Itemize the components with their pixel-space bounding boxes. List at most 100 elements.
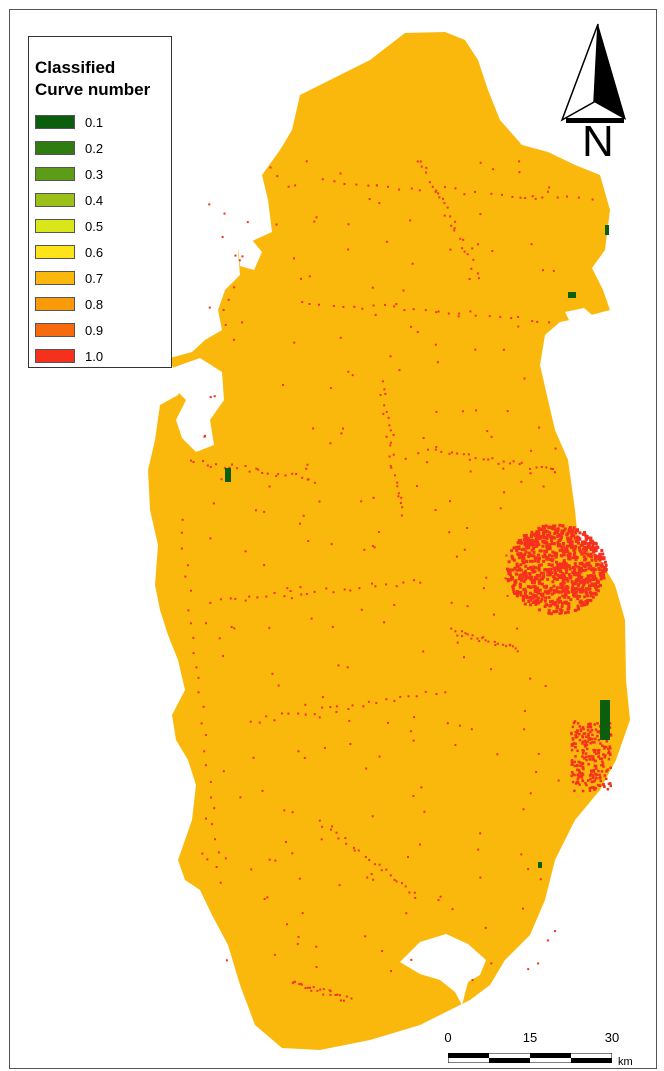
urban-cell	[289, 590, 292, 592]
urban-cell	[600, 757, 603, 760]
urban-cell	[506, 579, 510, 583]
urban-cell	[522, 534, 526, 537]
urban-cell	[592, 571, 596, 575]
urban-cell	[412, 308, 415, 311]
urban-cell	[217, 851, 220, 854]
urban-cell	[527, 545, 531, 549]
urban-cell	[576, 781, 580, 784]
urban-cell	[263, 564, 266, 567]
urban-cell	[197, 691, 200, 694]
urban-cell	[526, 540, 530, 544]
urban-cell	[511, 585, 515, 589]
urban-cell	[524, 577, 527, 581]
urban-cell	[551, 580, 555, 584]
urban-cell	[524, 589, 528, 593]
urban-cell	[538, 588, 542, 592]
urban-cell	[587, 779, 590, 782]
urban-cell	[570, 580, 574, 584]
urban-cell	[418, 189, 421, 192]
urban-cell	[456, 452, 459, 455]
urban-cell	[541, 554, 545, 558]
urban-cell	[534, 601, 538, 605]
urban-cell	[531, 593, 535, 597]
urban-cell	[296, 942, 299, 945]
urban-cell	[591, 541, 595, 545]
urban-cell	[363, 548, 366, 551]
urban-cell	[209, 396, 212, 399]
urban-cell	[541, 544, 545, 548]
urban-cell	[435, 189, 438, 192]
urban-cell	[333, 180, 336, 183]
urban-cell	[542, 485, 545, 488]
urban-cell	[506, 410, 509, 413]
urban-cell	[590, 729, 594, 732]
urban-cell	[335, 705, 338, 708]
urban-cell	[539, 577, 543, 581]
scale-tick-30: 30	[604, 1030, 620, 1045]
urban-cell	[303, 756, 306, 759]
urban-cell	[371, 815, 374, 818]
urban-cell	[502, 643, 505, 646]
urban-cell	[547, 591, 551, 595]
urban-cell	[518, 568, 522, 572]
urban-cell	[585, 602, 589, 606]
urban-cell	[538, 581, 542, 585]
urban-cell	[579, 599, 583, 603]
urban-cell	[527, 600, 531, 603]
urban-cell	[523, 587, 527, 591]
urban-cell	[572, 534, 576, 538]
northwest-cove	[238, 240, 262, 270]
legend-item-0-1: 0.1	[35, 115, 165, 131]
urban-cell	[539, 563, 543, 567]
urban-cell	[566, 195, 568, 198]
urban-cell	[556, 566, 560, 570]
urban-cell	[602, 753, 605, 756]
urban-cell	[553, 603, 557, 607]
urban-cell	[530, 559, 534, 563]
urban-cell	[560, 590, 564, 594]
urban-cell	[550, 467, 552, 470]
urban-cell	[576, 768, 579, 772]
urban-cell	[299, 522, 301, 525]
legend-swatch	[35, 245, 75, 259]
urban-cell	[268, 626, 271, 629]
urban-cell	[529, 677, 532, 680]
urban-cell	[599, 577, 603, 581]
urban-cell	[539, 599, 543, 603]
urban-cell	[593, 779, 597, 782]
urban-cell	[487, 458, 490, 461]
urban-cell	[510, 317, 513, 320]
urban-cell	[416, 160, 419, 163]
urban-cell	[561, 531, 565, 535]
urban-cell	[543, 549, 547, 553]
urban-cell	[590, 546, 594, 549]
urban-cell	[583, 757, 586, 760]
urban-cell	[591, 774, 595, 777]
urban-cell	[383, 388, 386, 391]
urban-cell	[308, 275, 311, 278]
urban-cell	[351, 704, 354, 707]
urban-cell	[552, 589, 556, 593]
urban-cell	[569, 536, 573, 539]
urban-cell	[397, 492, 400, 495]
urban-cell	[561, 548, 565, 552]
urban-cell	[578, 738, 582, 742]
urban-cell	[570, 774, 573, 778]
urban-cell	[548, 186, 551, 189]
urban-cell	[515, 590, 519, 593]
urban-cell	[518, 463, 521, 466]
urban-cell	[574, 736, 578, 739]
urban-cell	[474, 190, 476, 193]
legend-title-line1: Classified	[35, 58, 116, 77]
urban-cell	[407, 856, 409, 858]
urban-cell	[587, 755, 590, 758]
urban-cell	[600, 770, 604, 773]
urban-cell	[572, 582, 576, 586]
urban-cell	[599, 583, 602, 587]
urban-cell	[389, 355, 392, 358]
urban-cell	[412, 739, 415, 742]
urban-cell	[323, 746, 326, 749]
urban-cell	[592, 748, 595, 752]
